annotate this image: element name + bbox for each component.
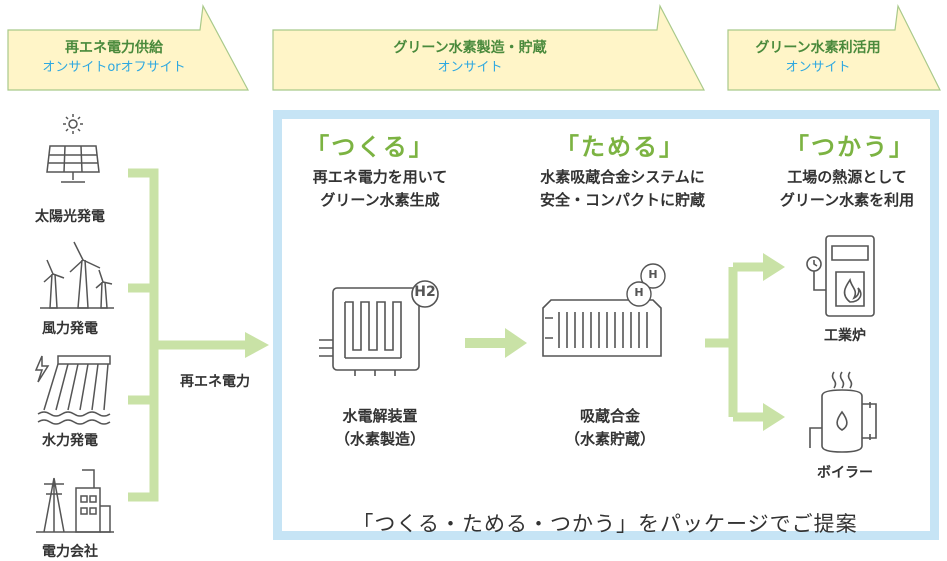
stage-flag-3: グリーン水素利活用 オンサイト (733, 38, 903, 78)
stage-subtitle: オンサイトorオフサイト (42, 60, 186, 75)
stage-flag-1-shape (7, 4, 250, 91)
stage-title: 再エネ電力供給 (65, 40, 163, 56)
stage-flags (7, 3, 941, 91)
stage-title: グリーン水素製造・貯蔵 (393, 40, 547, 56)
stage-title: グリーン水素利活用 (755, 40, 881, 56)
stage-flag-2: グリーン水素製造・貯蔵 オンサイト (300, 38, 640, 78)
boiler-icon (809, 371, 877, 453)
package-box (273, 110, 939, 540)
device-line: （水素製造） (334, 430, 425, 448)
h-atom-2 (626, 281, 652, 307)
electrolyzer-icon (319, 280, 439, 376)
furnace-icon (806, 235, 875, 317)
storage-container-icon (542, 263, 666, 357)
section-desc-use: 工場の熱源として グリーン水素を利用 (762, 166, 932, 212)
device-line: （水素貯蔵） (564, 430, 655, 448)
boiler-label: ボイラー (817, 465, 873, 481)
flow-arrow-fork (705, 253, 785, 431)
device-line: 吸蔵合金 (579, 407, 640, 425)
atom-label-2: H (634, 286, 644, 299)
desc-line: 水素吸蔵合金システムに (540, 168, 705, 186)
atom-label-1: H (648, 268, 658, 281)
section-heading-make: 「つくる」 (305, 133, 435, 161)
package-proposal-text: 「つくる・ためる・つかう」をパッケージでご提案 (352, 512, 858, 536)
storage-label: 吸蔵合金 （水素貯蔵） (545, 405, 675, 451)
power-label: 再エネ電力 (180, 374, 250, 390)
device-line: 水電解装置 (342, 407, 418, 425)
desc-line: グリーン水素を利用 (779, 191, 915, 209)
furnace-label: 工業炉 (824, 328, 866, 344)
section-heading-use: 「つかう」 (785, 133, 915, 161)
stage-subtitle: オンサイト (785, 60, 851, 75)
source-label-wind: 風力発電 (42, 321, 98, 337)
source-label-power-company: 電力会社 (42, 544, 98, 560)
h-atom-1 (640, 263, 666, 289)
h2-badge: H2 (414, 284, 436, 300)
flow-arrow-make-store (465, 328, 527, 358)
desc-line: 安全・コンパクトに貯蔵 (539, 191, 705, 209)
power-company-icon (36, 469, 114, 533)
stage-flag-1: 再エネ電力供給 オンサイトorオフサイト (14, 38, 214, 78)
stage-flag-3-shape (727, 3, 941, 91)
h2-badge-circle (411, 280, 439, 308)
source-label-solar: 太陽光発電 (35, 209, 105, 225)
electrolyzer-label: 水電解装置 （水素製造） (315, 405, 445, 451)
desc-line: 再エネ電力を用いて (312, 168, 448, 186)
section-desc-store: 水素吸蔵合金システムに 安全・コンパクトに貯蔵 (510, 166, 735, 212)
section-desc-make: 再エネ電力を用いて グリーン水素生成 (285, 166, 475, 212)
stage-subtitle: オンサイト (437, 60, 503, 75)
section-heading-store: 「ためる」 (555, 133, 685, 161)
hydro-dam-icon (34, 355, 111, 425)
desc-line: グリーン水素生成 (320, 191, 440, 209)
wind-turbine-icon (40, 241, 114, 309)
stage-flag-2-shape (272, 4, 705, 91)
source-label-hydro: 水力発電 (42, 433, 98, 449)
desc-line: 工場の熱源として (787, 168, 907, 186)
solar-panel-icon (46, 114, 100, 183)
